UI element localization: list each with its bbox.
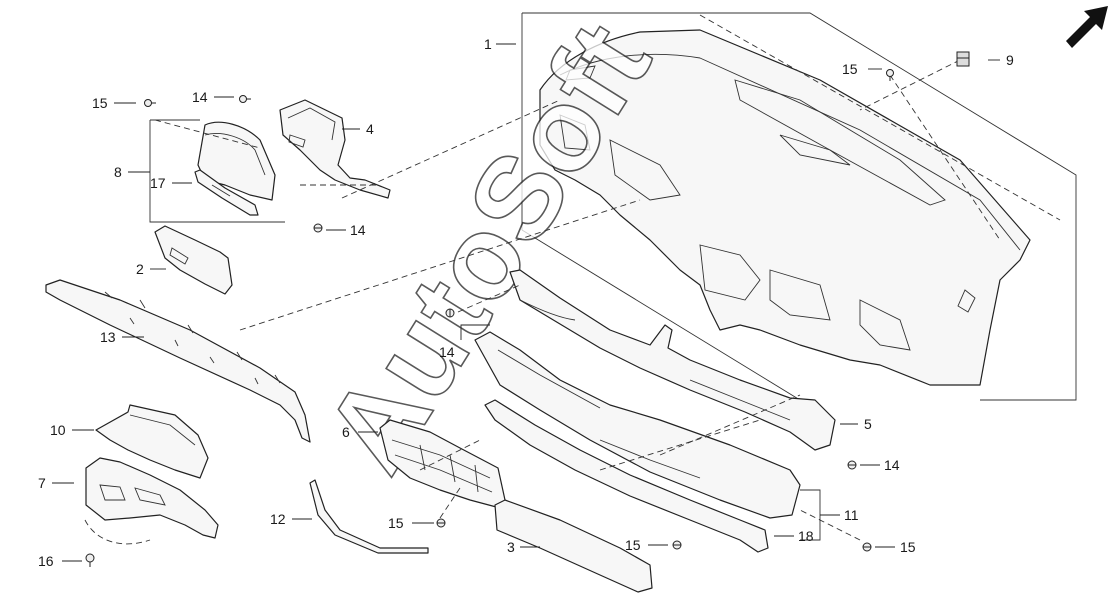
callout-14c: 14 [439, 344, 455, 360]
callout-15d: 15 [625, 537, 641, 553]
lower-column-shroud [84, 457, 219, 545]
screw-icon [847, 460, 857, 470]
callout-10: 10 [50, 422, 66, 438]
side-duct-bracket [279, 99, 391, 199]
callout-18: 18 [798, 528, 814, 544]
lower-garnish-panel [474, 331, 801, 519]
clip-icon [956, 51, 970, 67]
callout-14d: 14 [884, 457, 900, 473]
glove-box-bracket [194, 169, 259, 216]
callout-labels: 1 9 15 15 14 4 8 17 14 2 13 14 5 10 6 14… [38, 36, 1014, 569]
lower-trim-rail [484, 399, 769, 553]
screw-icon [313, 223, 323, 233]
screw-icon [85, 553, 95, 567]
callout-3: 3 [507, 539, 515, 555]
callout-14a: 14 [192, 89, 208, 105]
screw-icon [862, 542, 872, 552]
assembly-guide-lines [154, 14, 1061, 541]
callout-17: 17 [150, 175, 166, 191]
leader-lines [52, 43, 1000, 562]
callout-8: 8 [114, 164, 122, 180]
arrow-icon [1066, 6, 1108, 48]
dashboard-panel [539, 29, 1031, 386]
callout-11: 11 [844, 507, 859, 523]
lower-crash-bracket [45, 279, 311, 443]
callout-6: 6 [342, 424, 350, 440]
callout-15c: 15 [388, 515, 404, 531]
callout-5: 5 [864, 416, 872, 432]
main-panel-frame [521, 12, 1077, 401]
screw-icon [239, 95, 251, 103]
callout-1: 1 [484, 36, 492, 52]
glove-box-frame [149, 119, 285, 223]
screw-icon [672, 540, 682, 550]
side-trim-cover [154, 225, 233, 295]
screw-icon [436, 518, 446, 528]
screw-icon [445, 308, 455, 318]
callout-15a: 15 [842, 61, 858, 77]
upper-column-shroud [95, 404, 209, 479]
center-trim-strip [309, 479, 429, 554]
screw-icon [144, 99, 156, 107]
callout-14b: 14 [350, 222, 366, 238]
screw-icon [886, 69, 894, 81]
callout-13: 13 [100, 329, 116, 345]
callout-9: 9 [1006, 52, 1014, 68]
callout-12: 12 [270, 511, 286, 527]
glove-box-cover [197, 121, 276, 201]
upper-center-cover [509, 269, 836, 451]
callout-2: 2 [136, 261, 144, 277]
bottom-trim-bar [494, 499, 653, 593]
fastener-icons [85, 51, 970, 567]
callout-15e: 15 [900, 539, 916, 555]
callout-7: 7 [38, 475, 46, 491]
callout-4: 4 [366, 121, 374, 137]
callout-15b: 15 [92, 95, 108, 111]
callout-16: 16 [38, 553, 54, 569]
